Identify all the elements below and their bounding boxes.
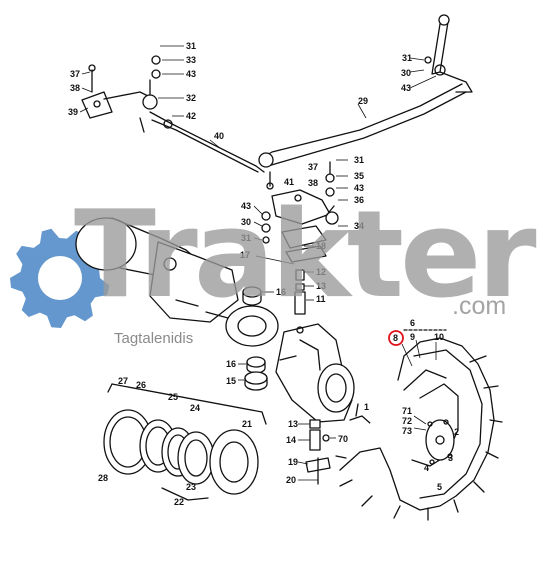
- callout-label: 41: [284, 177, 294, 187]
- callout-label: 31: [402, 53, 412, 63]
- callout-label: 33: [186, 55, 196, 65]
- callout-label: 14: [286, 435, 296, 445]
- callout-label: 27: [118, 376, 128, 386]
- callout-labels: 3133433242373839402931304337313538414336…: [68, 41, 459, 507]
- callout-label: 25: [168, 392, 178, 402]
- callout-label: 38: [308, 178, 318, 188]
- callout-label: 28: [98, 473, 108, 483]
- callout-label: 5: [437, 482, 442, 492]
- callout-label: 34: [354, 221, 364, 231]
- watermark-tagline: Tagtalenidis: [114, 330, 194, 347]
- callout-label: 71: [402, 406, 412, 416]
- callout-label: 37: [308, 162, 318, 172]
- callout-label: 12: [316, 267, 326, 277]
- callout-label: 43: [241, 201, 251, 211]
- callout-label: 30: [241, 217, 251, 227]
- callout-label: 13: [288, 419, 298, 429]
- callout-label: 23: [186, 482, 196, 492]
- callout-label: 21: [242, 419, 252, 429]
- linework: [75, 14, 503, 521]
- callout-label: 73: [402, 426, 412, 436]
- callout-label: 31: [241, 233, 251, 243]
- leader-lines: [79, 45, 437, 481]
- callout-label: 31: [186, 41, 196, 51]
- callout-label: 18: [316, 241, 326, 251]
- callout-label: 32: [186, 93, 196, 103]
- callout-label: 19: [288, 457, 298, 467]
- callout-label: 3: [448, 453, 453, 463]
- callout-label: 72: [402, 416, 412, 426]
- callout-label: 24: [190, 403, 200, 413]
- callout-label: 13: [316, 281, 326, 291]
- callout-label: 29: [358, 96, 368, 106]
- callout-label: 8: [393, 333, 398, 343]
- callout-label: 37: [70, 69, 80, 79]
- callout-label: 17: [240, 250, 250, 260]
- callout-label: 70: [338, 434, 348, 444]
- callout-label: 11: [316, 294, 326, 304]
- callout-label: 1: [364, 402, 369, 412]
- callout-label: 39: [68, 107, 78, 117]
- callout-label: 22: [174, 497, 184, 507]
- callout-label: 43: [401, 83, 411, 93]
- callout-label: 15: [226, 376, 236, 386]
- callout-label: 30: [401, 68, 411, 78]
- callout-label: 10: [434, 332, 444, 342]
- callout-label: 43: [186, 69, 196, 79]
- callout-label: 35: [354, 171, 364, 181]
- callout-label: 42: [186, 111, 196, 121]
- callout-label: 40: [214, 131, 224, 141]
- callout-label: 2: [454, 427, 459, 437]
- callout-label: 26: [136, 380, 146, 390]
- callout-label: 16: [226, 359, 236, 369]
- callout-label: 43: [354, 183, 364, 193]
- callout-label: 31: [354, 155, 364, 165]
- callout-label: 16: [276, 287, 286, 297]
- callout-label: 4: [424, 463, 429, 473]
- callout-label: 38: [70, 83, 80, 93]
- callout-label: 36: [354, 195, 364, 205]
- callout-label: 20: [286, 475, 296, 485]
- highlight-circle: [388, 330, 404, 346]
- watermark-suffix: .com: [452, 292, 507, 320]
- watermark-word: Trakter: [74, 186, 537, 325]
- callout-label: 9: [410, 332, 415, 342]
- callout-label: 6: [410, 318, 415, 328]
